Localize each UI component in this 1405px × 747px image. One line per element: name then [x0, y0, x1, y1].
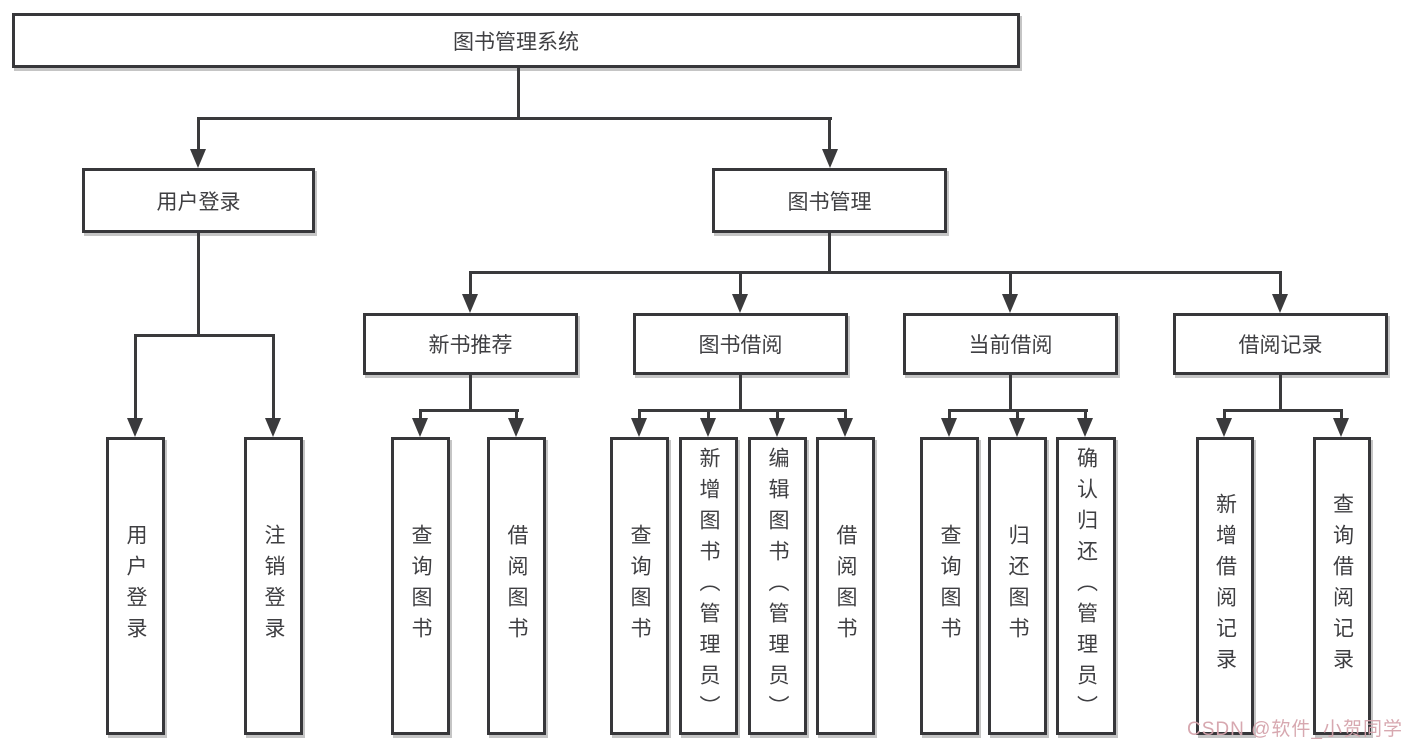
csdn-watermark: CSDN @软件_小贺同学	[1187, 719, 1403, 740]
node-query-book-3-label: 查询图书	[938, 524, 961, 648]
node-query-book-2-label: 查询图书	[628, 524, 651, 648]
node-book-mgmt: 图书管理	[712, 168, 947, 233]
connector-book-mgmt-stub	[828, 233, 831, 274]
arrow-down-add-record	[1216, 418, 1232, 437]
node-current-borrow-label: 当前借阅	[968, 334, 1053, 357]
arrow-down-query-book-2	[631, 418, 647, 437]
connector-new-book-rec-stem	[469, 271, 472, 295]
node-query-book-2: 查询图书	[610, 437, 669, 735]
node-confirm-return-admin: 确认归还（管理员）	[1056, 437, 1116, 735]
connector-user-login-v-stem	[134, 334, 137, 420]
connector-return-book-stem	[1016, 409, 1019, 420]
node-root-label: 图书管理系统	[453, 30, 579, 54]
arrow-down-query-book-3	[941, 418, 957, 437]
connector-new-book-rec-stub	[469, 375, 472, 412]
connector-user-login-stem	[197, 117, 200, 150]
node-query-book-1: 查询图书	[391, 437, 450, 735]
node-query-book-1-label: 查询图书	[409, 524, 432, 648]
node-edit-book-admin: 编辑图书（管理员）	[748, 437, 807, 735]
node-new-book-rec: 新书推荐	[363, 313, 578, 375]
connector-new-book-children-elbow	[419, 409, 519, 412]
connector-user-children-elbow	[134, 334, 275, 337]
connector-query-book-1-stem	[419, 409, 422, 420]
node-confirm-return-admin-label: 确认归还（管理员）	[1074, 446, 1098, 726]
node-query-borrow-record-label: 查询借阅记录	[1330, 493, 1354, 679]
connector-add-record-stem	[1223, 409, 1226, 420]
node-book-borrow-label: 图书借阅	[698, 334, 783, 357]
node-query-borrow-record: 查询借阅记录	[1313, 437, 1371, 735]
node-borrow-book-1: 借阅图书	[487, 437, 546, 735]
connector-book-mgmt-stem	[828, 117, 831, 150]
node-add-book-admin-label: 新增图书（管理员）	[697, 446, 720, 726]
connector-level2-elbow	[197, 117, 832, 120]
arrow-down-query-record	[1333, 418, 1349, 437]
arrow-down-borrow-record	[1272, 294, 1288, 313]
connector-borrow-record-stub	[1279, 375, 1282, 412]
node-new-book-rec-label: 新书推荐	[428, 334, 513, 357]
node-borrow-book-2: 借阅图书	[816, 437, 875, 735]
node-return-book: 归还图书	[988, 437, 1047, 735]
arrow-down-add-book	[700, 418, 716, 437]
connector-book-borrow-stem	[739, 271, 742, 295]
connector-query-record-stem	[1340, 409, 1343, 420]
arrow-down-edit-book	[769, 418, 785, 437]
node-return-book-label: 归还图书	[1006, 524, 1029, 648]
connector-query-book-3-stem	[948, 409, 951, 420]
node-borrow-record: 借阅记录	[1173, 313, 1388, 375]
node-user-login-label: 用户登录	[156, 190, 241, 214]
connector-confirm-return-stem	[1084, 409, 1087, 420]
connector-user-login-stub	[197, 233, 200, 337]
connector-level3-elbow	[469, 271, 1282, 274]
node-borrow-book-2-label: 借阅图书	[834, 524, 857, 648]
node-user-login: 用户登录	[82, 168, 315, 233]
connector-current-borrow-stem	[1009, 271, 1012, 295]
arrow-down-query-book-1	[412, 418, 428, 437]
arrow-down-user-login-v	[127, 418, 143, 437]
node-edit-book-admin-label: 编辑图书（管理员）	[766, 446, 789, 726]
connector-record-children-elbow	[1223, 409, 1343, 412]
connector-current-borrow-stub	[1009, 375, 1012, 412]
arrow-down-borrow-book-1	[508, 418, 524, 437]
arrow-down-borrow-book-2	[837, 418, 853, 437]
connector-edit-book-stem	[776, 409, 779, 420]
node-logout-label: 注销登录	[262, 524, 285, 648]
connector-book-borrow-stub	[739, 375, 742, 412]
connector-add-book-stem	[707, 409, 710, 420]
arrow-down-book-mgmt	[822, 149, 838, 168]
connector-book-borrow-children-elbow	[638, 409, 847, 412]
connector-root-stub	[517, 68, 520, 119]
node-logout: 注销登录	[244, 437, 303, 735]
node-borrow-book-1-label: 借阅图书	[505, 524, 528, 648]
connector-borrow-book-1-stem	[515, 409, 518, 420]
node-borrow-record-label: 借阅记录	[1238, 334, 1323, 357]
node-add-borrow-record: 新增借阅记录	[1196, 437, 1254, 735]
node-root: 图书管理系统	[12, 13, 1020, 68]
arrow-down-new-book-rec	[462, 294, 478, 313]
connector-borrow-record-stem	[1279, 271, 1282, 295]
node-book-borrow: 图书借阅	[633, 313, 848, 375]
arrow-down-logout	[265, 418, 281, 437]
connector-logout-stem	[272, 334, 275, 420]
connector-borrow-book-2-stem	[844, 409, 847, 420]
arrow-down-return-book	[1009, 418, 1025, 437]
node-user-login-v-label: 用户登录	[124, 524, 147, 648]
node-add-book-admin: 新增图书（管理员）	[679, 437, 738, 735]
connector-query-book-2-stem	[638, 409, 641, 420]
node-user-login-v: 用户登录	[106, 437, 165, 735]
node-add-borrow-record-label: 新增借阅记录	[1213, 493, 1237, 679]
arrow-down-book-borrow	[732, 294, 748, 313]
arrow-down-user-login	[190, 149, 206, 168]
node-query-book-3: 查询图书	[920, 437, 979, 735]
node-current-borrow: 当前借阅	[903, 313, 1118, 375]
node-book-mgmt-label: 图书管理	[787, 190, 872, 214]
arrow-down-confirm-return	[1077, 418, 1093, 437]
arrow-down-current-borrow	[1002, 294, 1018, 313]
